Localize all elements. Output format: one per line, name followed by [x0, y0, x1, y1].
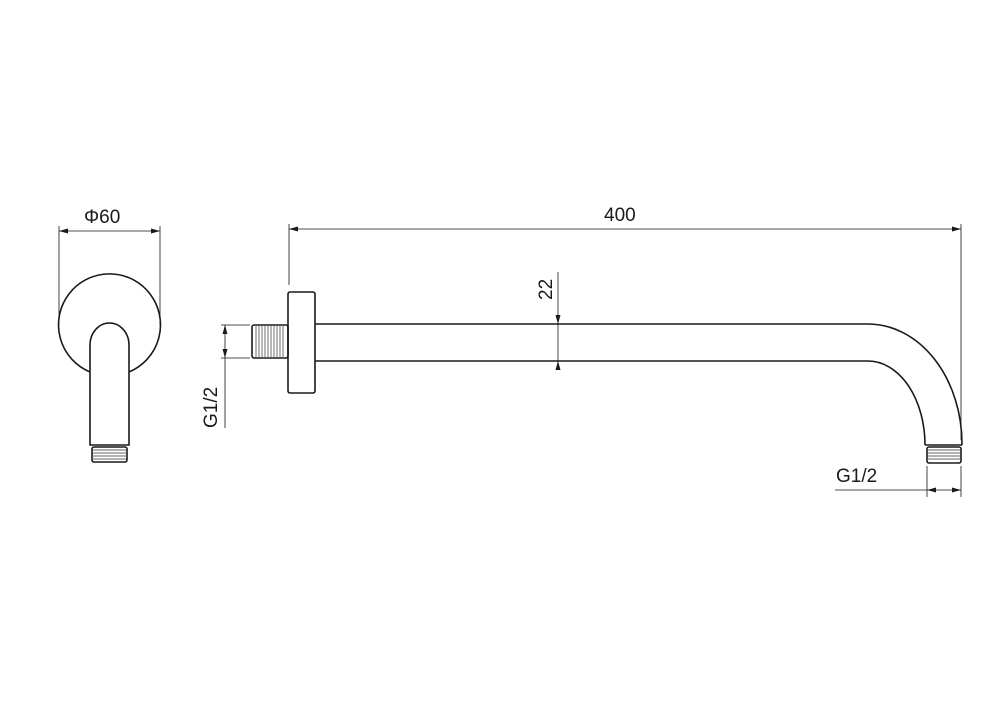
dimension-thread-wall-label: G1/2 — [201, 387, 222, 428]
dimension-diameter-label: Φ60 — [84, 207, 120, 228]
side-view: 400 22 G1/2 G1/2 — [201, 205, 963, 497]
thread-wall — [251, 324, 289, 359]
dimension-length: 400 — [288, 205, 962, 440]
thread-outlet — [926, 446, 962, 464]
arm-front — [89, 322, 130, 446]
arm-outer-edge — [315, 323, 963, 445]
dimension-thread-outlet: G1/2 — [835, 466, 962, 497]
front-view: Φ60 — [57, 207, 162, 463]
arm-inner-edge — [315, 360, 926, 446]
wall-flange — [287, 291, 316, 394]
dimension-length-label: 400 — [604, 205, 636, 226]
dimension-tube-height: 22 — [536, 272, 561, 370]
flange-circle — [57, 273, 162, 373]
dimension-thread-wall: G1/2 — [201, 324, 250, 428]
dimension-diameter: Φ60 — [58, 207, 161, 325]
thread-front — [91, 446, 128, 463]
dimension-thread-outlet-label: G1/2 — [836, 466, 877, 487]
dimension-tube-height-label: 22 — [536, 279, 557, 300]
